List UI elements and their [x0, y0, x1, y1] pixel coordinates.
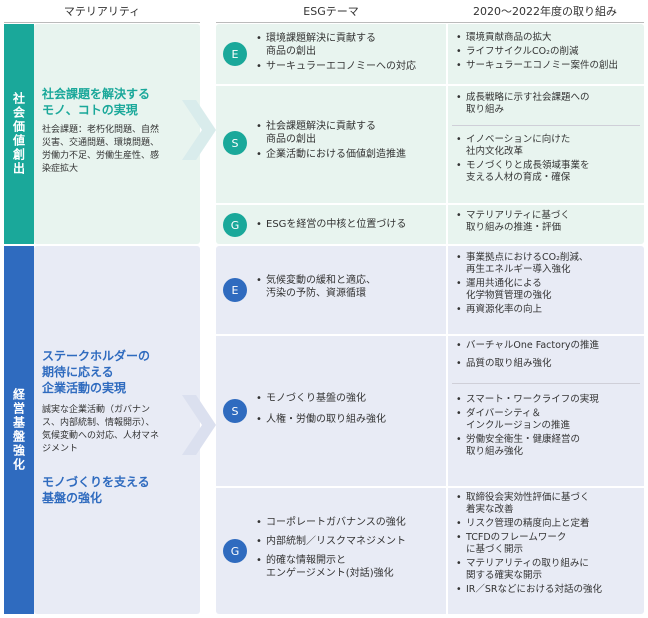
action-item: イノベーションに向けた 社内文化改革: [456, 134, 642, 158]
action-item: TCFDのフレームワーク に基づく開示: [456, 532, 642, 556]
action-item: マテリアリティに基づく 取り組みの推進・評価: [456, 210, 642, 234]
materiality-title: 社会課題を解決する モノ、コトの実現: [42, 87, 151, 117]
action-item: 再資源化率の向上: [456, 304, 642, 316]
action-divider: [452, 125, 640, 126]
action-list: 事業拠点におけるCO₂削減、 再生エネルギー導入強化 運用共通化による 化学物質…: [456, 252, 642, 318]
row-divider: [216, 203, 644, 205]
theme-item: サーキュラーエコノミーへの対応: [256, 60, 444, 73]
action-item: 労働安全衛生・健康経営の 取り組み強化: [456, 434, 642, 458]
action-item: モノづくりと成長領域事業を 支える人材の育成・確保: [456, 160, 642, 184]
action-item: ダイバーシティ＆ インクルージョンの推進: [456, 408, 642, 432]
esg-badge-g: G: [223, 539, 247, 563]
action-list: マテリアリティに基づく 取り組みの推進・評価: [456, 210, 642, 236]
action-list: 取締役会実効性評価に基づく 着実な改善 リスク管理の精度向上と定着 TCFDのフ…: [456, 492, 642, 598]
header-actions: 2020～2022年度の取り組み: [473, 5, 617, 18]
action-item: スマート・ワークライフの実現: [456, 394, 642, 406]
theme-list: 社会課題解決に貢献する 商品の創出 企業活動における価値創造推進: [256, 120, 444, 163]
materiality-title-secondary: モノづくりを支える 基盤の強化: [42, 475, 150, 505]
theme-item: コーポレートガバナンスの強化: [256, 516, 444, 529]
action-item: マテリアリティの取り組みに 関する確実な開示: [456, 558, 642, 582]
esg-badge-s: S: [223, 399, 247, 423]
theme-list: 気候変動の緩和と適応、 汚染の予防、資源循環: [256, 274, 444, 302]
action-item: バーチャルOne Factoryの推進: [456, 340, 642, 352]
theme-list: モノづくり基盤の強化 人権・労働の取り組み強化: [256, 392, 444, 428]
theme-item: 企業活動における価値創造推進: [256, 148, 444, 161]
theme-item: 社会課題解決に貢献する 商品の創出: [256, 120, 444, 146]
action-item: 成長戦略に示す社会課題への 取り組み: [456, 92, 642, 116]
row-divider: [216, 84, 644, 86]
action-item: 取締役会実効性評価に基づく 着実な改善: [456, 492, 642, 516]
materiality-panel-social: [34, 24, 200, 244]
header-materiality: マテリアリティ: [63, 5, 141, 18]
theme-item: 環境課題解決に貢献する 商品の創出: [256, 32, 444, 58]
theme-item: 内部統制／リスクマネジメント: [256, 535, 444, 548]
header-theme: ESGテーマ: [303, 5, 359, 18]
theme-item: 気候変動の緩和と適応、 汚染の予防、資源循環: [256, 274, 444, 300]
sidebar-management-base: 経営基盤強化: [4, 246, 34, 614]
action-item: 事業拠点におけるCO₂削減、 再生エネルギー導入強化: [456, 252, 642, 276]
theme-list: ESGを経営の中核と位置づける: [256, 218, 444, 233]
materiality-title: ステークホルダーの 期待に応える 企業活動の実現: [42, 349, 151, 395]
action-item: ライフサイクルCO₂の削減: [456, 46, 642, 58]
column-divider: [446, 24, 448, 614]
action-list: 環境貢献商品の拡大 ライフサイクルCO₂の削減 サーキュラーエコノミー案件の創出: [456, 32, 642, 74]
action-item: 運用共通化による 化学物質管理の強化: [456, 278, 642, 302]
chevron-right-icon: [182, 395, 216, 455]
action-item: IR／SRなどにおける対話の強化: [456, 584, 642, 596]
action-list: スマート・ワークライフの実現 ダイバーシティ＆ インクルージョンの推進 労働安全…: [456, 394, 642, 460]
theme-item: 人権・労働の取り組み強化: [256, 413, 444, 426]
esg-badge-s: S: [223, 131, 247, 155]
action-list: バーチャルOne Factoryの推進 品質の取り組み強化: [456, 340, 642, 372]
action-item: 品質の取り組み強化: [456, 358, 642, 370]
action-item: 環境貢献商品の拡大: [456, 32, 642, 44]
action-item: サーキュラーエコノミー案件の創出: [456, 60, 642, 72]
action-divider: [452, 383, 640, 384]
esg-badge-g: G: [223, 213, 247, 237]
theme-item: モノづくり基盤の強化: [256, 392, 444, 405]
theme-list: コーポレートガバナンスの強化 内部統制／リスクマネジメント 的確な情報開示と エ…: [256, 516, 444, 582]
action-list: 成長戦略に示す社会課題への 取り組み: [456, 92, 642, 118]
theme-item: 的確な情報開示と エンゲージメント(対話)強化: [256, 554, 444, 580]
action-list: イノベーションに向けた 社内文化改革 モノづくりと成長領域事業を 支える人材の育…: [456, 134, 642, 186]
materiality-body: 誠実な企業活動（ガバナンス、内部統制、情報開示）、気候変動への対応、人材マネジメ…: [42, 405, 160, 454]
theme-list: 環境課題解決に貢献する 商品の創出 サーキュラーエコノミーへの対応: [256, 32, 444, 75]
materiality-panel-management: [34, 246, 200, 614]
esg-badge-e: E: [223, 278, 247, 302]
theme-item: ESGを経営の中核と位置づける: [256, 218, 444, 231]
materiality-body: 社会課題：老朽化問題、自然災害、交通問題、環境問題、労働力不足、労働生産性、感染…: [42, 125, 160, 174]
row-divider: [216, 334, 644, 336]
header-divider: [4, 22, 200, 23]
header-divider: [216, 22, 644, 23]
action-item: リスク管理の精度向上と定着: [456, 518, 642, 530]
row-divider: [216, 486, 644, 488]
chevron-right-icon: [182, 100, 216, 160]
sidebar-social-value: 社会価値創出: [4, 24, 34, 244]
esg-badge-e: E: [223, 42, 247, 66]
